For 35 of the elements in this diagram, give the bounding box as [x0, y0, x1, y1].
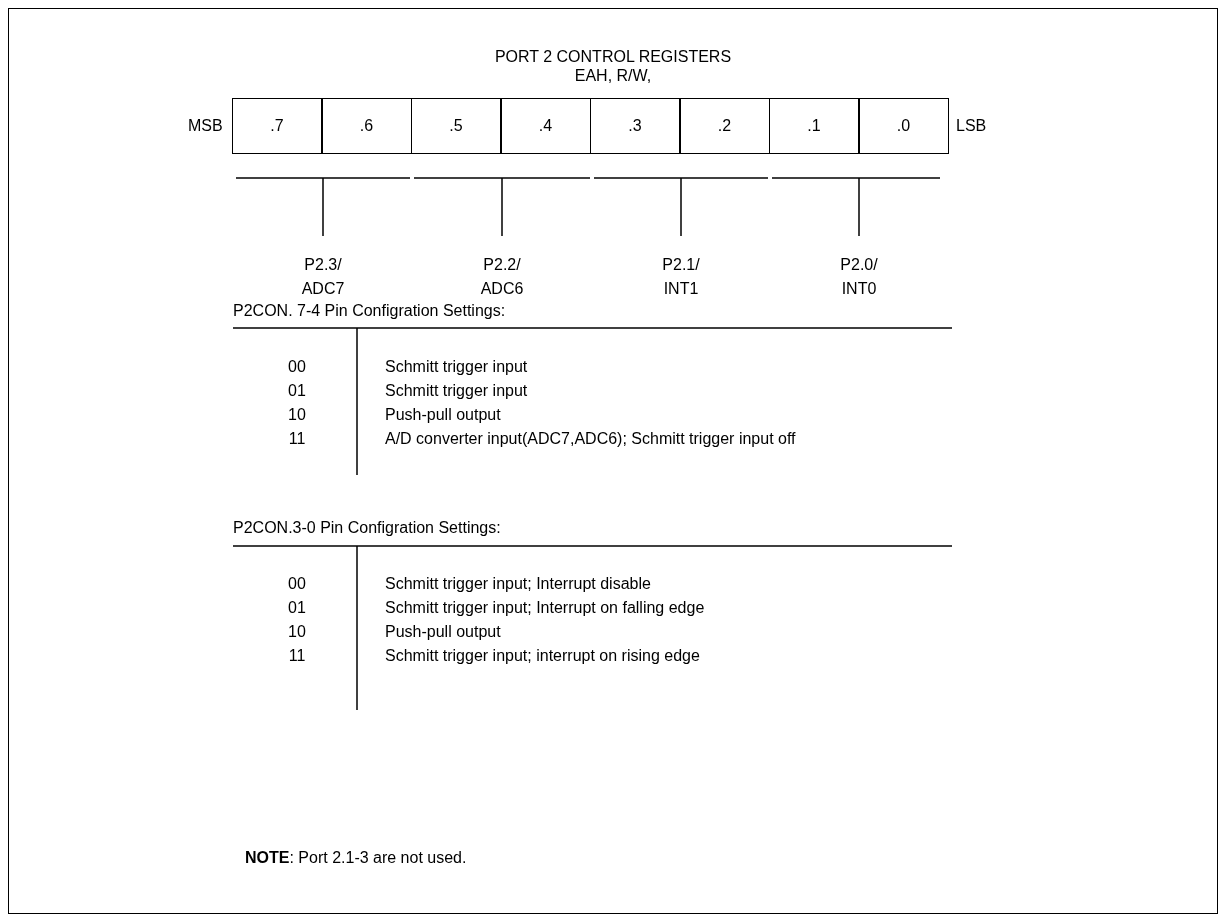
- setting-description-cell-text: Schmitt trigger input: [385, 381, 528, 401]
- register-bit-cell: .7: [232, 98, 322, 154]
- register-bit-cell: .2: [679, 98, 770, 154]
- bit-code-cell-text: 00: [288, 574, 306, 594]
- bit-code-cell-text: 01: [288, 381, 306, 401]
- section-heading: P2CON.3-0 Pin Configration Settings:: [233, 518, 501, 538]
- setting-description-cell-text: Push-pull output: [385, 405, 501, 425]
- setting-description-cell-text: Schmitt trigger input; interrupt on rising edge: [385, 646, 700, 666]
- bit-code-cell-text: 10: [288, 622, 306, 642]
- section-heading: P2CON. 7-4 Pin Configration Settings:: [233, 301, 506, 321]
- bit-code-cell-text: 01: [288, 598, 306, 618]
- pin-name-label: P2.1/ INT1: [661, 255, 701, 299]
- setting-description-cell-text: Push-pull output: [385, 622, 501, 642]
- register-bit-cell: .3: [590, 98, 680, 154]
- setting-description-cell-text: Schmitt trigger input; Interrupt on falling edge: [385, 598, 705, 618]
- register-bit-cell: .1: [769, 98, 859, 154]
- setting-description-cell-text: Schmitt trigger input; Interrupt disable: [385, 574, 651, 594]
- bit-code-cell-text: 11: [288, 429, 306, 449]
- pin-name-label: P2.0/ INT0: [839, 255, 879, 299]
- diagram-title: PORT 2 CONTROL REGISTERS: [493, 47, 733, 67]
- setting-description-cell-text: A/D converter input(ADC7,ADC6); Schmitt trigger input off: [385, 429, 796, 449]
- pin-name-label: P2.3/ ADC7: [300, 255, 346, 299]
- register-bit-cell: .0: [858, 98, 949, 154]
- setting-description-cell-text: Schmitt trigger input: [385, 357, 528, 377]
- register-bit-cell: .6: [321, 98, 412, 154]
- register-address-label: EAH, R/W,: [574, 66, 652, 86]
- note-text: NOTE: Port 2.1-3 are not used.: [245, 848, 467, 868]
- register-bit-cell: .5: [411, 98, 501, 154]
- bit-code-cell-text: 11: [288, 646, 306, 666]
- bit-code-cell-text: 10: [288, 405, 306, 425]
- pin-name-label: P2.2/ ADC6: [479, 255, 525, 299]
- bit-code-cell-text: 00: [288, 357, 306, 377]
- register-bit-cell: .4: [500, 98, 591, 154]
- bit-order-label: LSB: [956, 116, 987, 136]
- bit-order-label: MSB: [188, 116, 223, 136]
